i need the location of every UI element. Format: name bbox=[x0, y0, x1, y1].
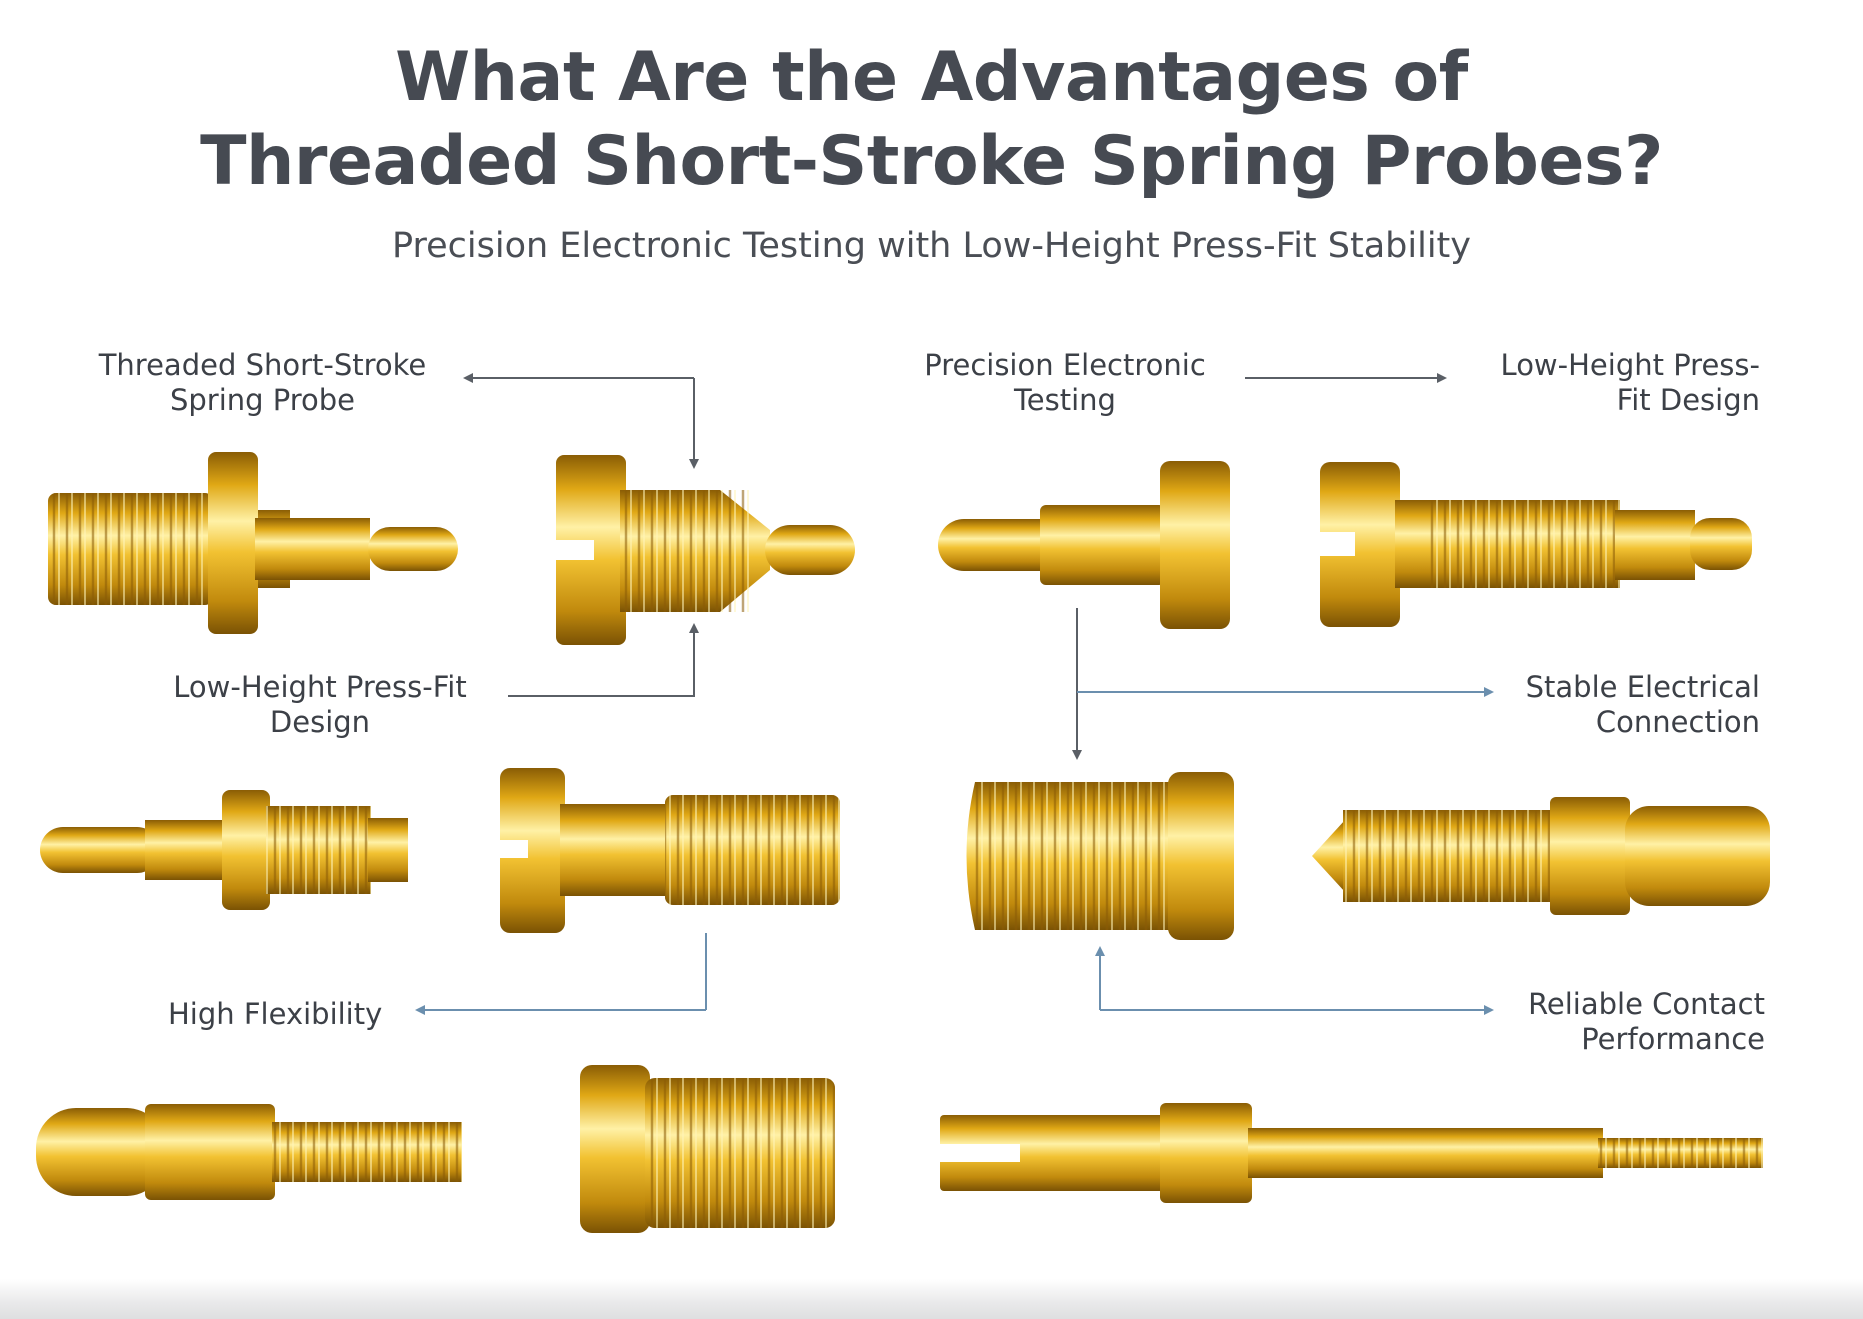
label-threaded-probe: Threaded Short-Stroke Spring Probe bbox=[90, 348, 435, 418]
probe-4 bbox=[1320, 462, 1752, 627]
probe-2 bbox=[556, 455, 855, 645]
probe-9 bbox=[36, 1104, 462, 1200]
label-threaded-probe-line-2: Spring Probe bbox=[169, 383, 356, 417]
label-precision-testing-line-1: Precision Electronic bbox=[924, 348, 1206, 382]
page-title-line-2: Threaded Short-Stroke Spring Probes? bbox=[200, 122, 1663, 201]
connector-arrows bbox=[417, 373, 1494, 1010]
page-subtitle: Precision Electronic Testing with Low-He… bbox=[392, 226, 1471, 266]
label-high-flexibility-line-1: High Flexibility bbox=[168, 997, 383, 1031]
floor-shadow bbox=[0, 1279, 1863, 1319]
label-threaded-probe-line-1: Threaded Short-Stroke bbox=[98, 348, 427, 382]
label-stable-connection-line-1: Stable Electrical bbox=[1525, 670, 1760, 704]
page-title-line-1: What Are the Advantages of bbox=[395, 38, 1468, 117]
probe-11 bbox=[940, 1103, 1763, 1203]
probe-8 bbox=[1312, 797, 1770, 915]
label-low-height-right: Low-Height Press- Fit Design bbox=[1440, 348, 1760, 418]
probe-7 bbox=[966, 772, 1234, 940]
label-reliable-contact-line-2: Performance bbox=[1581, 1022, 1765, 1056]
label-high-flexibility: High Flexibility bbox=[168, 997, 382, 1032]
label-low-height-right-line-2: Fit Design bbox=[1616, 383, 1760, 417]
probe-1 bbox=[48, 452, 458, 634]
label-low-height-left-line-2: Design bbox=[269, 705, 371, 739]
probe-3 bbox=[938, 461, 1230, 629]
label-reliable-contact: Reliable Contact Performance bbox=[1440, 987, 1765, 1057]
probe-5 bbox=[40, 790, 408, 910]
label-stable-connection: Stable Electrical Connection bbox=[1440, 670, 1760, 740]
label-reliable-contact-line-1: Reliable Contact bbox=[1528, 987, 1765, 1021]
label-precision-testing: Precision Electronic Testing bbox=[905, 348, 1225, 418]
label-precision-testing-line-2: Testing bbox=[1014, 383, 1116, 417]
label-low-height-left: Low-Height Press-Fit Design bbox=[160, 670, 480, 740]
label-low-height-left-line-1: Low-Height Press-Fit bbox=[173, 670, 467, 704]
probe-6 bbox=[500, 768, 840, 933]
arrow-mid-left-up bbox=[508, 623, 699, 697]
label-low-height-right-line-1: Low-Height Press- bbox=[1500, 348, 1760, 382]
label-stable-connection-line-2: Connection bbox=[1595, 705, 1760, 739]
arrow-to-high-flexibility bbox=[417, 933, 707, 1010]
probe-10 bbox=[580, 1065, 835, 1233]
